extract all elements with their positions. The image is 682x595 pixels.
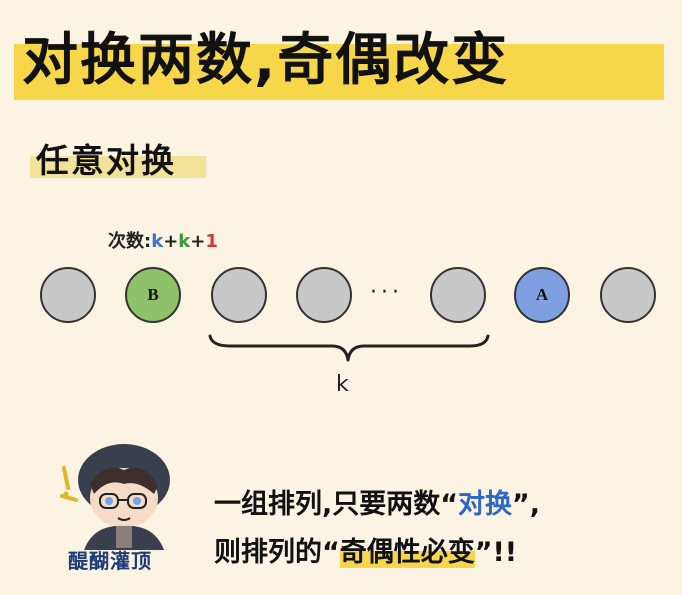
count-prefix: 次数: [108,231,152,252]
line1-emphasis: 对换 [458,489,513,520]
circle-4 [296,267,352,323]
page-title: 对换两数,奇偶改变 [22,28,510,93]
count-plus1: + [163,231,179,252]
line2-emphasis: 奇偶性必变 [339,537,475,568]
avatar-illustration [60,444,170,550]
circle-5 [430,267,486,323]
line1-text: 一组排列,只要两数 [214,489,441,520]
title-block: 对换两数,奇偶改变 [14,18,668,100]
statement-line-2: 则排列的“奇偶性必变”!! [214,530,517,569]
circle-1 [40,267,96,323]
line1-open-quote: “ [440,489,459,520]
count-k2: k [178,231,191,252]
count-one: 1 [205,231,218,252]
circle-3 [211,267,267,323]
line2-close-quote: ”!! [474,537,518,568]
curly-brace [208,334,490,362]
ellipsis: ··· [370,280,403,305]
section-subtitle: 任意对换 [36,141,176,180]
avatar-caption: 醍醐灌顶 [68,549,152,573]
subtitle-highlight [30,156,206,178]
circle-7 [600,267,656,323]
circle-b: B [125,267,181,323]
count-plus2: + [190,231,206,252]
circle-a: A [514,267,570,323]
line1-close-quote: ”, [512,489,541,520]
line2-text: 则排列的 [214,537,322,568]
brace-label: k [336,372,349,397]
line2-open-quote: “ [322,537,340,568]
swap-count-label: 次数:k+k+1 [108,227,218,253]
statement-line-1: 一组排列,只要两数“对换”, [214,482,540,521]
count-k1: k [151,231,164,252]
title-highlight [14,44,664,100]
